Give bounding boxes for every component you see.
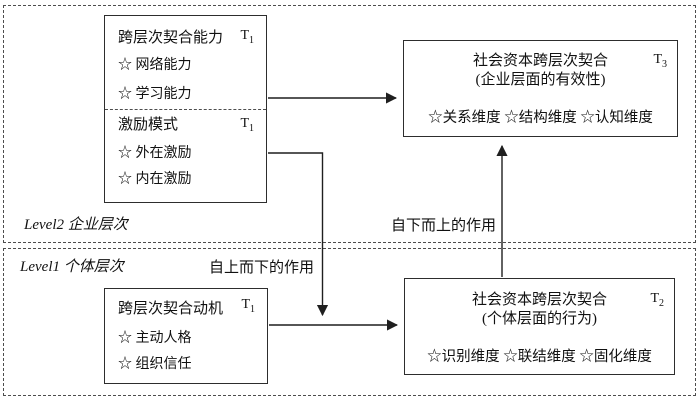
level2-label: Level2 企业层次 [24, 217, 128, 233]
capability-title: 跨层次契合能力 [118, 30, 224, 46]
capability-time-tag: T1 [240, 28, 254, 49]
indiv-fit-subtitle: (个体层面的行为) [482, 311, 597, 327]
time-tag-sub: 1 [249, 34, 254, 46]
motivation-time-tag: T1 [241, 297, 255, 318]
time-tag-base: T [650, 291, 659, 306]
incentive-item: ☆ 外在激励 [118, 146, 192, 161]
box-crosslevel-motivation: 跨层次契合动机 T1 ☆ 主动人格 ☆ 组织信任 [104, 288, 268, 384]
time-tag-sub: 1 [249, 122, 254, 134]
top-down-effect-label: 自上而下的作用 [209, 260, 315, 276]
capability-item: ☆ 学习能力 [118, 87, 192, 102]
box-social-capital-individual-fit: 社会资本跨层次契合 T2 (个体层面的行为) ☆识别维度 ☆联结维度 ☆固化维度 [404, 278, 675, 375]
indiv-fit-dimensions: ☆识别维度 ☆联结维度 ☆固化维度 [427, 349, 652, 365]
firm-fit-dimensions: ☆关系维度 ☆结构维度 ☆认知维度 [428, 110, 653, 126]
time-tag-sub: 2 [659, 297, 664, 309]
firm-fit-title: 社会资本跨层次契合 [472, 53, 608, 69]
incentive-item: ☆ 内在激励 [118, 172, 192, 187]
bottom-up-effect-label: 自下而上的作用 [391, 218, 497, 234]
time-tag-sub: 1 [250, 303, 255, 315]
time-tag-base: T [241, 297, 250, 312]
time-tag-sub: 3 [662, 58, 667, 70]
firm-fit-subtitle: (企业层面的有效性) [475, 72, 606, 88]
time-tag-base: T [240, 116, 249, 131]
box-social-capital-firm-fit: 社会资本跨层次契合 T3 (企业层面的有效性) ☆关系维度 ☆结构维度 ☆认知维… [403, 40, 678, 137]
section-divider [105, 109, 266, 110]
capability-item: ☆ 网络能力 [118, 58, 192, 73]
box-crosslevel-capability: 跨层次契合能力 T1 ☆ 网络能力 ☆ 学习能力 激励模式 T1 ☆ 外在激励 … [104, 15, 267, 203]
time-tag-base: T [240, 28, 249, 43]
time-tag-base: T [653, 52, 662, 67]
indiv-fit-time-tag: T2 [650, 291, 664, 312]
level1-label: Level1 个体层次 [20, 259, 124, 275]
incentive-time-tag: T1 [240, 116, 254, 137]
incentive-title: 激励模式 [118, 117, 179, 133]
motivation-item: ☆ 主动人格 [118, 331, 192, 346]
level1-region [3, 248, 696, 396]
motivation-title: 跨层次契合动机 [118, 301, 224, 317]
indiv-fit-title: 社会资本跨层次契合 [471, 292, 607, 308]
motivation-item: ☆ 组织信任 [118, 357, 192, 372]
firm-fit-time-tag: T3 [653, 52, 667, 73]
level2-region [3, 5, 696, 243]
